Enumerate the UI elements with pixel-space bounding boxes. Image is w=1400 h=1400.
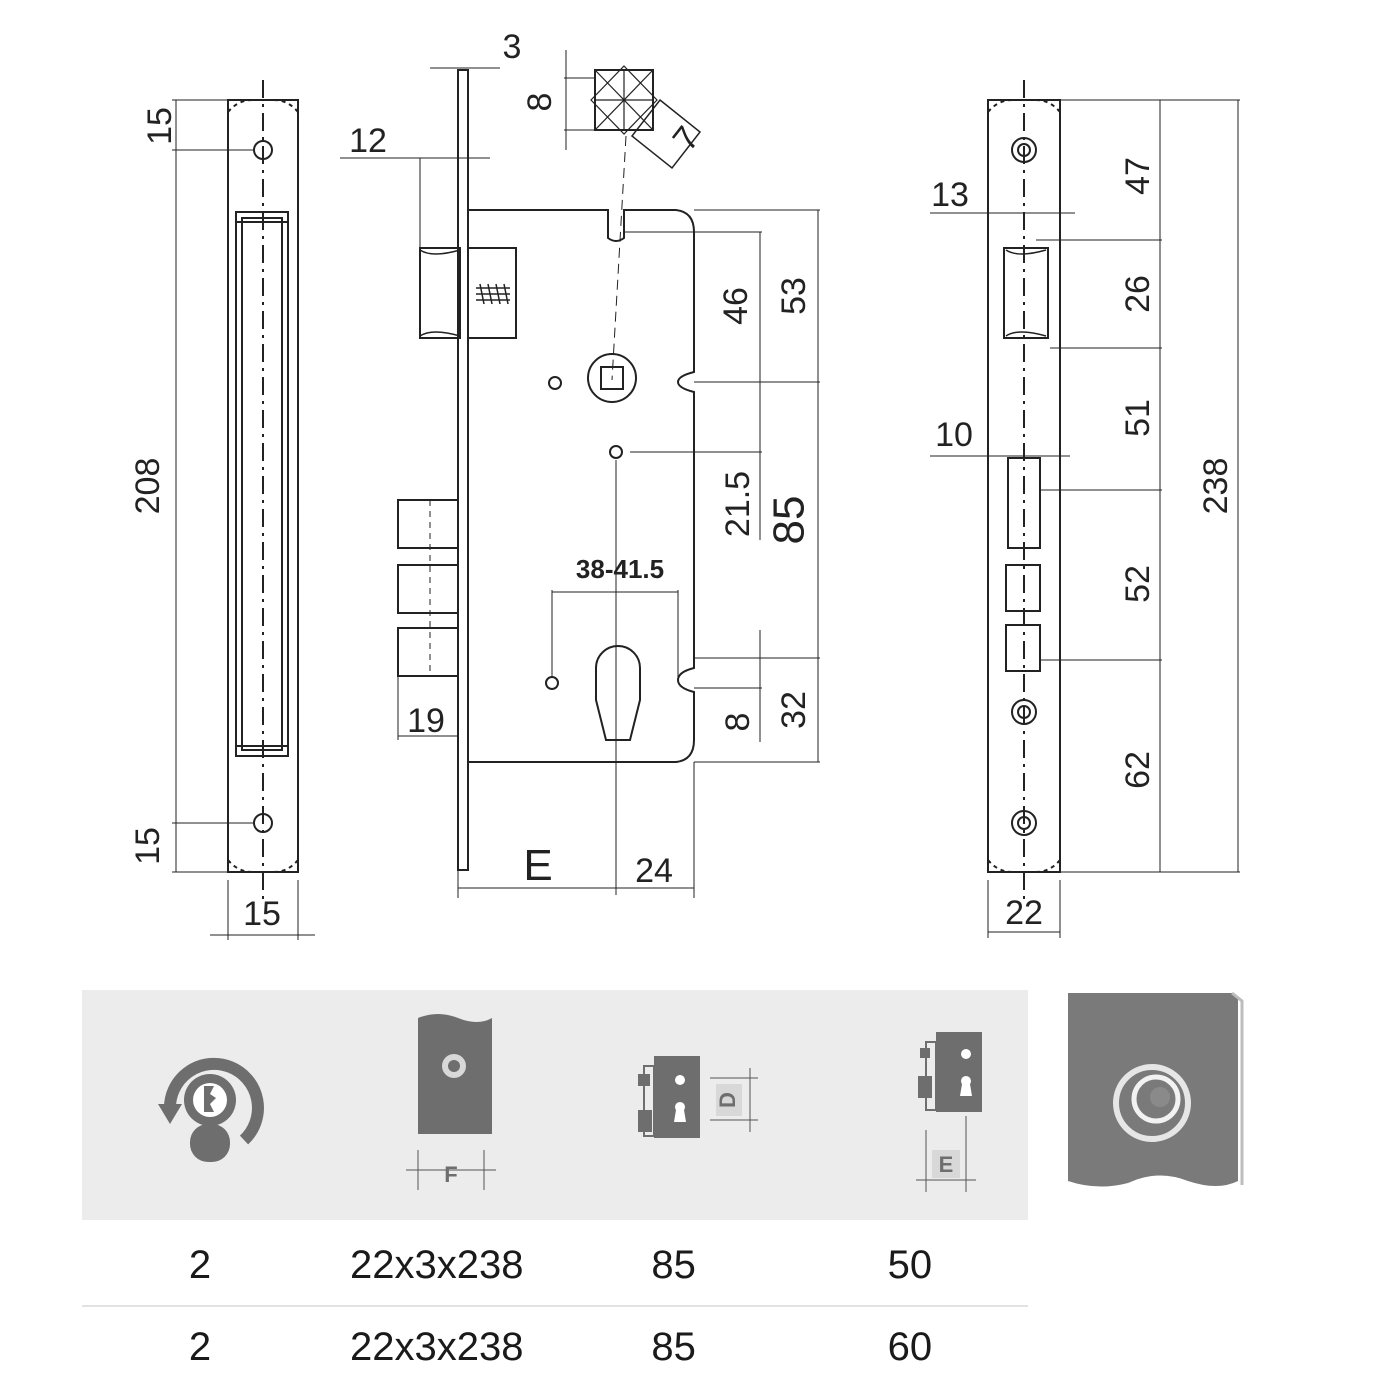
- table-cell-faceplate: 22x3x238: [350, 1324, 524, 1369]
- dim-85: 85: [765, 496, 814, 545]
- dim-latch: 12: [349, 122, 387, 160]
- dim-10: 10: [935, 416, 973, 454]
- dim-52: 52: [1119, 565, 1157, 603]
- table-cell-keys: 2: [82, 1225, 319, 1307]
- dim-left-width: 15: [243, 895, 281, 933]
- dimension-labels: 15 208 15 15 3 12 8 7 46 53 21.5 85 38-4…: [129, 28, 1235, 933]
- table-cell-backset: 50: [791, 1225, 1028, 1307]
- dim-8: 8: [719, 713, 757, 732]
- dim-left-height: 208: [129, 458, 167, 515]
- spec-table: 2 22x3x238 85 50 2 22x3x238 85 60: [82, 1225, 1028, 1387]
- table-cell-faceplate: 22x3x238: [318, 1225, 556, 1307]
- right-view: [930, 80, 1240, 938]
- backset-icon: E: [916, 1032, 982, 1192]
- keys-icon: [158, 1057, 264, 1162]
- dim-cylinder-range: 38-41.5: [576, 554, 664, 584]
- table-cell-distance: 85: [651, 1324, 696, 1369]
- faceplate-icon-label: F: [444, 1162, 457, 1187]
- table-row: 2 22x3x238 85 50: [82, 1225, 1028, 1307]
- dim-backset-e: E: [523, 841, 552, 890]
- dim-square: 8: [521, 93, 559, 112]
- dim-46: 46: [717, 287, 755, 325]
- dim-22: 22: [1005, 894, 1043, 932]
- icon-strip: F D E: [82, 990, 1028, 1220]
- dim-19: 19: [407, 702, 445, 740]
- table-cell-keys: 2: [188, 1324, 212, 1369]
- dim-51: 51: [1119, 399, 1157, 437]
- table-row: 2 22x3x238 85 60: [82, 1306, 1028, 1387]
- dim-21-5: 21.5: [719, 471, 757, 537]
- faceplate-icon: F: [406, 1014, 496, 1190]
- dim-24: 24: [635, 852, 673, 890]
- dim-47: 47: [1119, 157, 1157, 195]
- table-cell-backset: 60: [887, 1324, 933, 1369]
- dim-left-bottom: 15: [129, 827, 167, 865]
- dim-13: 13: [931, 176, 969, 214]
- dim-238: 238: [1197, 458, 1235, 515]
- dim-32: 32: [775, 691, 813, 729]
- dim-plate-thickness: 3: [503, 28, 522, 66]
- dim-left-top: 15: [141, 107, 179, 145]
- distance-icon-label: D: [715, 1092, 740, 1108]
- front-view: [340, 50, 820, 898]
- dim-26: 26: [1119, 275, 1157, 313]
- lock-technical-drawing: 15 208 15 15 3 12 8 7 46 53 21.5 85 38-4…: [129, 28, 1240, 940]
- table-cell-distance: 85: [555, 1225, 792, 1307]
- faceplate-thumbnail: [1068, 991, 1244, 1187]
- backset-icon-label: E: [939, 1152, 954, 1177]
- left-view: [172, 80, 315, 940]
- dim-62: 62: [1119, 751, 1157, 789]
- dim-53: 53: [775, 277, 813, 315]
- dim-square-diag: 7: [666, 120, 708, 158]
- distance-icon: D: [638, 1056, 758, 1138]
